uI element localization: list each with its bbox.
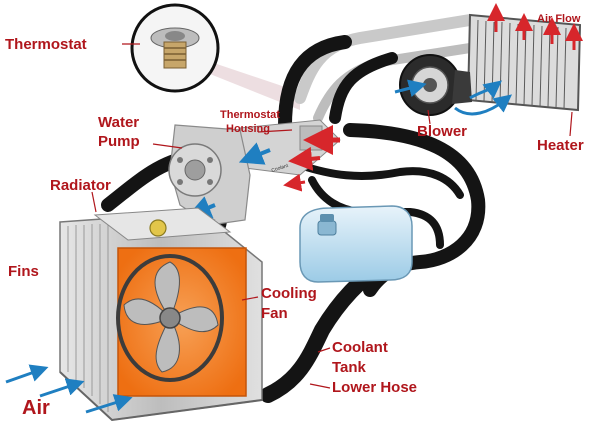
label-coolant-tank-line1: Coolant <box>332 339 388 356</box>
blower-intake-arrow <box>394 79 427 97</box>
engine-hose <box>296 161 464 199</box>
flow-arrow-cool-1 <box>238 142 271 165</box>
air-arrow-1 <box>5 364 49 384</box>
air-arrow-2 <box>39 378 85 398</box>
zoom-wedge <box>190 55 300 110</box>
blower-air-arrow <box>454 94 513 116</box>
label-cooling-fan-line2: Fan <box>261 305 288 322</box>
flow-arrow-hot-2 <box>288 146 321 171</box>
heater-hose-supply <box>278 35 352 132</box>
label-radiator: Radiator <box>50 177 111 194</box>
label-coolant-tank-line2: Tank <box>332 359 367 376</box>
cooling-fan <box>116 247 247 397</box>
label-water-pump-line1: Water <box>98 114 139 131</box>
label-air-flow: Air Flow <box>537 13 581 25</box>
label-fins: Fins <box>8 263 39 280</box>
label-heater: Heater <box>537 137 584 154</box>
coolant-tank <box>299 205 413 283</box>
label-thermostat: Thermostat <box>5 36 87 53</box>
blower <box>399 54 472 116</box>
label-air: Air <box>22 397 50 419</box>
blower-air-arrow-2 <box>469 80 503 100</box>
heater-hose-return <box>329 52 398 124</box>
air-arrow-3 <box>85 394 133 414</box>
label-lower-hose: Lower Hose <box>332 379 417 396</box>
label-blower: Blower <box>417 123 467 140</box>
label-thermostat-housing-line2: Housing <box>226 123 270 135</box>
housing-tiny-text: Coolant <box>271 163 290 174</box>
label-water-pump-line2: Pump <box>98 133 140 150</box>
label-thermostat-housing-line1: Thermostat <box>220 109 280 121</box>
thermostat-zoom <box>130 3 220 93</box>
heater-pipe <box>294 14 476 104</box>
leader-lines <box>91 43 573 389</box>
flow-arrow-hot-3 <box>283 173 306 192</box>
label-cooling-fan-line1: Cooling <box>261 285 317 302</box>
